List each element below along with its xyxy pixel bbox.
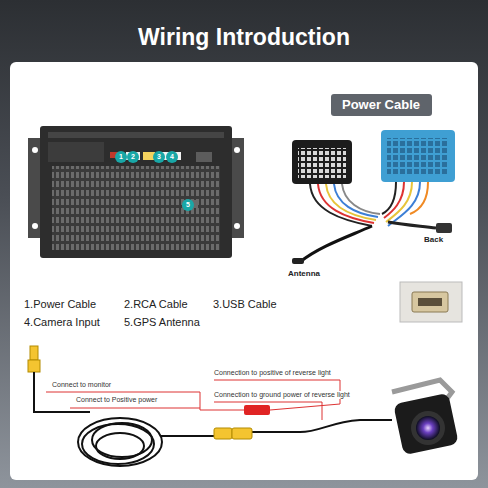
callout-text: 1 [115, 153, 127, 161]
wiring-note: Connection to ground power of reverse li… [214, 391, 350, 399]
key-item: 5.GPS Antenna [124, 316, 200, 328]
key-item: 1.Power Cable [24, 298, 96, 310]
wiring-note: Connect to monitor [52, 381, 111, 389]
tag-text: Power Cable [331, 97, 432, 113]
callout-number: 4 [166, 151, 178, 163]
callout-number: 2 [127, 151, 139, 163]
page-title: Wiring Introduction [0, 24, 488, 51]
callout-number: 3 [153, 151, 165, 163]
key-item: 4.Camera Input [24, 316, 100, 328]
key-item: 2.RCA Cable [124, 298, 188, 310]
section-tag: Power Cable [331, 94, 432, 116]
callout-text: 5 [182, 201, 194, 209]
callout-text: 3 [153, 153, 165, 161]
callout-text: 2 [127, 153, 139, 161]
part-label: Back [424, 236, 443, 245]
callout-text: 4 [166, 153, 178, 161]
wiring-note: Connection to positive of reverse light [214, 369, 331, 377]
callout-number: 1 [115, 151, 127, 163]
key-item: 3.USB Cable [213, 298, 277, 310]
part-label: Antenna [288, 270, 320, 279]
callout-number: 5 [182, 199, 194, 211]
wiring-note: Connect to Positive power [76, 396, 157, 404]
